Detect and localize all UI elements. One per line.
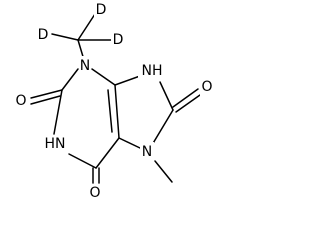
bond-c2-o2 — [30, 89, 63, 99]
atom-o2: O — [15, 93, 26, 109]
bond-c2-n1 — [53, 89, 63, 135]
atom-d-right: D — [113, 32, 124, 48]
atom-n9: NH — [142, 63, 163, 79]
atom-n3: N — [80, 58, 90, 74]
bond-c5-c4-inner — [107, 89, 113, 133]
bond-c4-n9 — [114, 75, 141, 86]
bond-n3-c2 — [61, 68, 79, 91]
atom-labels: N NH O O HN N O D D D — [14, 1, 214, 202]
bond-c8-o8-second — [175, 94, 201, 113]
bond-c6-c5 — [95, 137, 120, 169]
atom-d-top: D — [96, 2, 107, 18]
atom-d-left: D — [38, 27, 49, 43]
bond-c8-o8 — [172, 88, 199, 108]
bond-cd3-d-top — [77, 13, 96, 41]
atom-o6: O — [89, 185, 100, 201]
structure-diagram: N NH O O HN N O D D D — [14, 1, 214, 202]
atom-n1: HN — [45, 136, 66, 152]
bond-c5-c4 — [114, 84, 120, 139]
atom-o8: O — [201, 79, 212, 95]
bond-cd3-d-left — [51, 33, 79, 41]
bonds — [30, 13, 201, 184]
bond-n7-ch3 — [154, 160, 173, 183]
bond-n9-c8 — [159, 81, 174, 111]
atom-n7: N — [142, 144, 152, 160]
bond-n1-c6 — [68, 153, 97, 169]
bond-c4-n3 — [91, 68, 116, 86]
bond-n7-c5 — [118, 137, 141, 149]
bond-c8-n7 — [151, 109, 174, 146]
bond-c2-o2-second — [30, 95, 61, 105]
